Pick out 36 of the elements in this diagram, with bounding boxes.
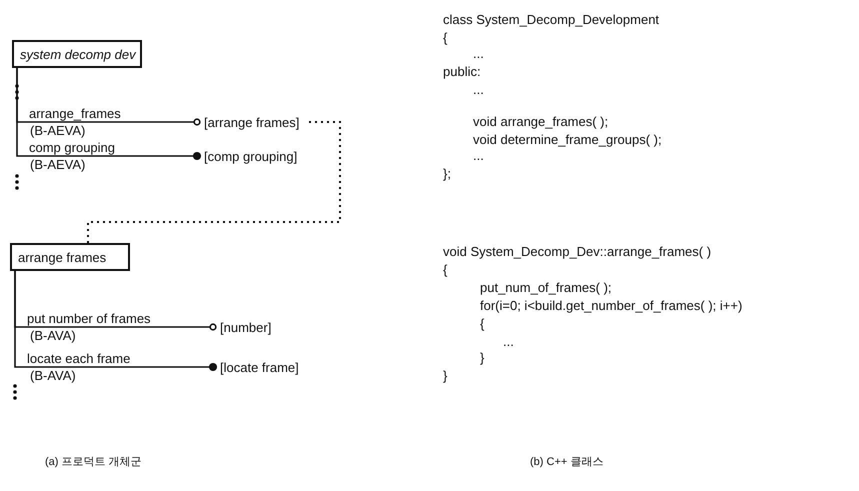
code-line: }; xyxy=(443,166,451,182)
branch-line xyxy=(14,271,218,372)
object-box: arrange frames xyxy=(10,243,130,271)
role-tag: (B-AEVA) xyxy=(30,123,86,139)
result-label: [locate frame] xyxy=(213,358,333,376)
figure-caption: (a) 프로덕트 개체군 xyxy=(45,455,142,470)
code-line: ... xyxy=(503,334,514,350)
code-line: ... xyxy=(473,148,484,164)
result-label: [comp grouping] xyxy=(197,147,317,165)
edge-label: put number of frames xyxy=(27,312,151,326)
result-label: [number] xyxy=(213,318,293,336)
branch-line xyxy=(16,68,202,160)
code-line: put_num_of_frames( ); xyxy=(480,280,612,296)
code-line: void arrange_frames( ); xyxy=(473,114,608,130)
code-line: ... xyxy=(473,82,484,98)
code-line: class System_Decomp_Development xyxy=(443,12,660,28)
role-tag: (B-AVA) xyxy=(30,328,76,344)
code-line: } xyxy=(480,350,484,366)
code-line: ... xyxy=(473,46,484,62)
edge-label: comp grouping xyxy=(29,141,115,155)
object-box: system decomp dev xyxy=(12,40,142,68)
edge-label: arrange_frames xyxy=(29,107,121,121)
figure-caption: (b) C++ 클래스 xyxy=(530,455,604,470)
code-line: void System_Decomp_Dev::arrange_frames( ) xyxy=(443,244,712,260)
code-line: public: xyxy=(443,64,481,80)
code-line: { xyxy=(480,316,484,332)
dotted-connector xyxy=(87,121,341,243)
code-line: for(i=0; i<build.get_number_of_frames( ); i++) xyxy=(480,298,742,314)
code-line: { xyxy=(443,262,448,278)
result-label: [arrange frames] xyxy=(197,113,309,131)
role-tag: (B-AEVA) xyxy=(30,157,86,173)
role-tag: (B-AVA) xyxy=(30,368,76,384)
code-line: { xyxy=(443,30,448,46)
code-line: } xyxy=(443,368,448,384)
edge-label: locate each frame xyxy=(27,352,130,366)
code-line: void determine_frame_groups( ); xyxy=(473,132,662,148)
